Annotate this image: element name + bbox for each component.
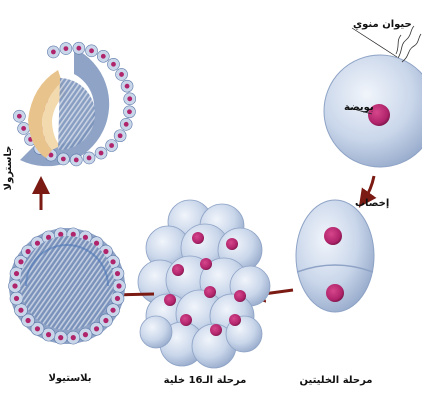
gastrula-nucleus [109, 143, 114, 148]
gastrula-nucleus [99, 151, 104, 156]
label-two-cell-stage: مرحلة الخليتين [300, 375, 373, 386]
blastula-nucleus [110, 259, 115, 264]
blastula [9, 228, 126, 344]
blastula-nucleus [25, 318, 30, 323]
blastula-nucleus [115, 296, 120, 301]
label-gastrula: جاسترولا [3, 146, 14, 191]
gastrula-nucleus [87, 156, 92, 161]
morula-nucleus [234, 290, 246, 302]
blastula-nucleus [110, 308, 115, 313]
morula-nucleus [192, 232, 204, 244]
blastula-nucleus [14, 271, 19, 276]
blastula-nucleus [94, 326, 99, 331]
gastrula-nucleus [61, 157, 66, 162]
blastula-nucleus [94, 241, 99, 246]
gastrula-nucleus [51, 50, 56, 55]
sperm-pointer-line [352, 28, 397, 57]
morula-nucleus [200, 258, 212, 270]
morula-nucleus [210, 324, 222, 336]
blastula-nucleus [103, 318, 108, 323]
morula-nucleus [180, 314, 192, 326]
blastula-nucleus [115, 271, 120, 276]
gastrula [13, 42, 135, 166]
blastula-nucleus [35, 241, 40, 246]
morula-cell [140, 316, 172, 348]
label-sixteen-cell-stage: مرحلة الـ16 خلية [164, 375, 247, 386]
morula-nucleus [204, 286, 216, 298]
blastula-nucleus [18, 259, 23, 264]
blastula-nucleus [12, 283, 17, 288]
gastrula-nucleus [74, 158, 79, 163]
blastula-nucleus [14, 296, 19, 301]
fertilization-arrow [364, 176, 374, 200]
morula-nucleus [229, 314, 241, 326]
gastrula-nucleus [101, 54, 106, 59]
gastrula-nucleus [127, 96, 132, 101]
sixteen-cell-morula [138, 200, 270, 368]
blastula-nucleus [46, 332, 51, 337]
gastrula-nucleus [119, 72, 124, 77]
gastrula-nucleus [21, 126, 26, 131]
blastula-nucleus [35, 326, 40, 331]
label-egg: بويضة [344, 102, 374, 113]
gastrula-nucleus [76, 46, 81, 51]
gastrula-nucleus [118, 133, 123, 138]
gastrula-nucleus [111, 62, 116, 67]
blastula-nucleus [58, 335, 63, 340]
blastula-nucleus [18, 308, 23, 313]
blastula-nucleus [71, 232, 76, 237]
blastula-nucleus [25, 249, 30, 254]
gastrula-nucleus [17, 114, 22, 119]
blastula-nucleus [103, 249, 108, 254]
label-blastula: بلاستيولا [48, 373, 91, 384]
morula-nucleus [226, 238, 238, 250]
morula-nucleus [172, 264, 184, 276]
blastula-nucleus [58, 232, 63, 237]
gastrula-nucleus [127, 109, 132, 114]
blastula-nucleus [83, 332, 88, 337]
blastula-nucleus [71, 335, 76, 340]
sperm-icon [396, 26, 421, 62]
label-sperm: حيوان منوي [353, 19, 412, 30]
gastrula-nucleus [125, 84, 130, 89]
morula-nucleus [164, 294, 176, 306]
label-fertilization: إخصاب [355, 198, 389, 209]
two-cell-embryo [296, 200, 374, 312]
gastrula-nucleus [89, 48, 94, 53]
gastrula-nucleus [124, 122, 129, 127]
gastrula-nucleus [64, 46, 69, 51]
blastula-nucleus [116, 283, 121, 288]
